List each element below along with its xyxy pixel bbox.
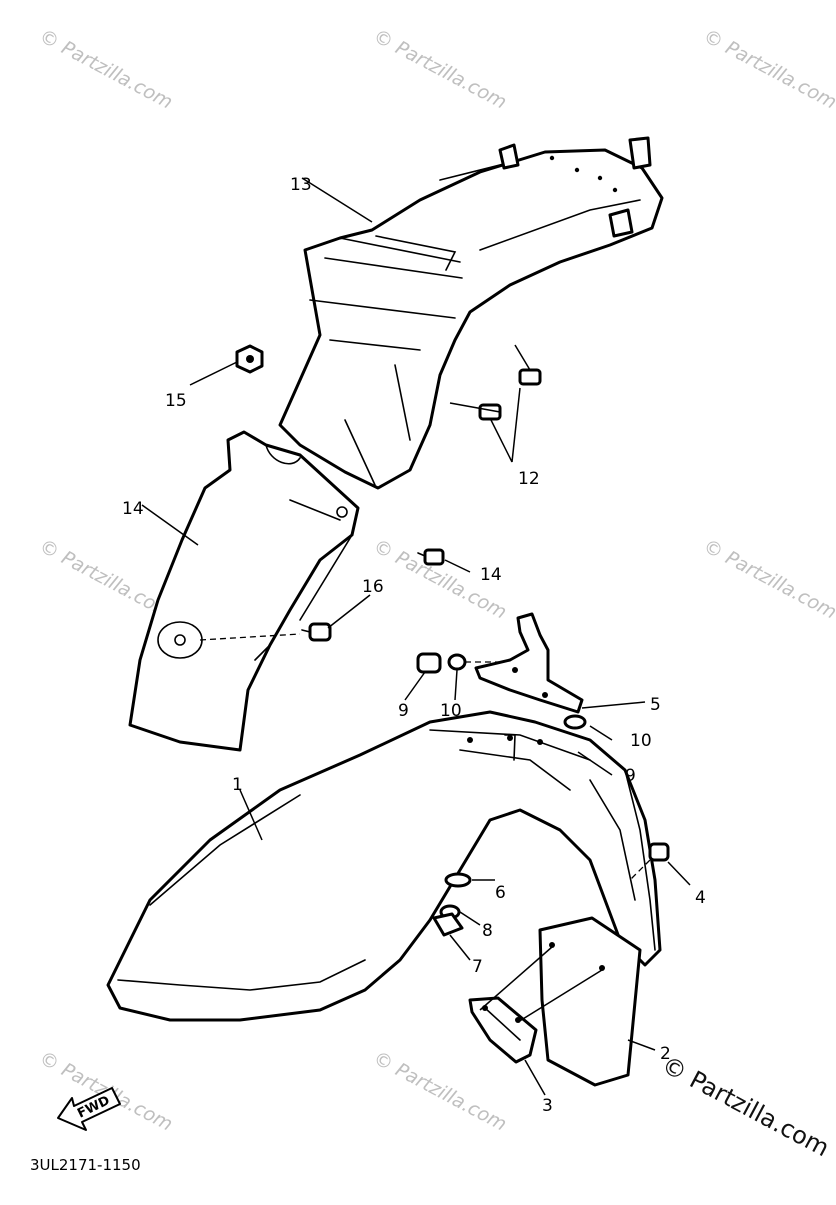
part-bolt-9-upper (416, 652, 442, 674)
part-bolt-7 (432, 912, 464, 937)
part-rear-fender (278, 136, 664, 490)
callout-9-lower: 9 (625, 766, 636, 786)
callout-2: 2 (660, 1044, 671, 1064)
callout-15: 15 (165, 391, 187, 411)
watermark: © Partzilla.com (370, 25, 511, 114)
part-number-plate (538, 916, 642, 1087)
callout-3: 3 (542, 1096, 553, 1116)
callout-4: 4 (695, 888, 706, 908)
callout-7: 7 (472, 957, 483, 977)
callout-5: 5 (650, 695, 661, 715)
part-collar-16 (301, 622, 332, 642)
callout-6: 6 (495, 883, 506, 903)
part-bolt-4 (648, 842, 670, 862)
part-bolts-12 (449, 344, 542, 421)
part-nut-15 (235, 344, 264, 374)
part-rear-flap (128, 430, 360, 752)
callout-16: 16 (362, 577, 384, 597)
callout-9-upper: 9 (398, 701, 409, 721)
callout-12: 12 (518, 469, 540, 489)
callout-10-upper: 10 (440, 701, 462, 721)
callout-8: 8 (482, 921, 493, 941)
callout-1: 1 (232, 775, 243, 795)
part-bracket-5 (474, 612, 584, 714)
part-bracket-3 (468, 996, 538, 1064)
watermark-large: © Partzilla.com (657, 1051, 834, 1163)
watermark: © Partzilla.com (36, 25, 177, 114)
callout-13: 14 (122, 499, 144, 519)
callout-14: 14 (480, 565, 502, 585)
watermark: © Partzilla.com (370, 1047, 511, 1136)
callout-11: 13 (290, 175, 312, 195)
part-screw-14 (417, 548, 445, 566)
watermark: © Partzilla.com (700, 535, 836, 624)
watermark: © Partzilla.com (700, 25, 836, 114)
leader-lines (141, 177, 691, 1096)
callouts: 13 15 12 14 14 16 9 10 5 10 9 1 4 6 8 7 … (122, 175, 706, 1116)
part-washer-10-upper (447, 653, 505, 671)
part-washer-10-lower (563, 714, 587, 730)
drawing-code: 3UL2171-1150 (30, 1156, 141, 1174)
callout-10-lower: 10 (630, 731, 652, 751)
part-washer-6 (444, 872, 472, 888)
